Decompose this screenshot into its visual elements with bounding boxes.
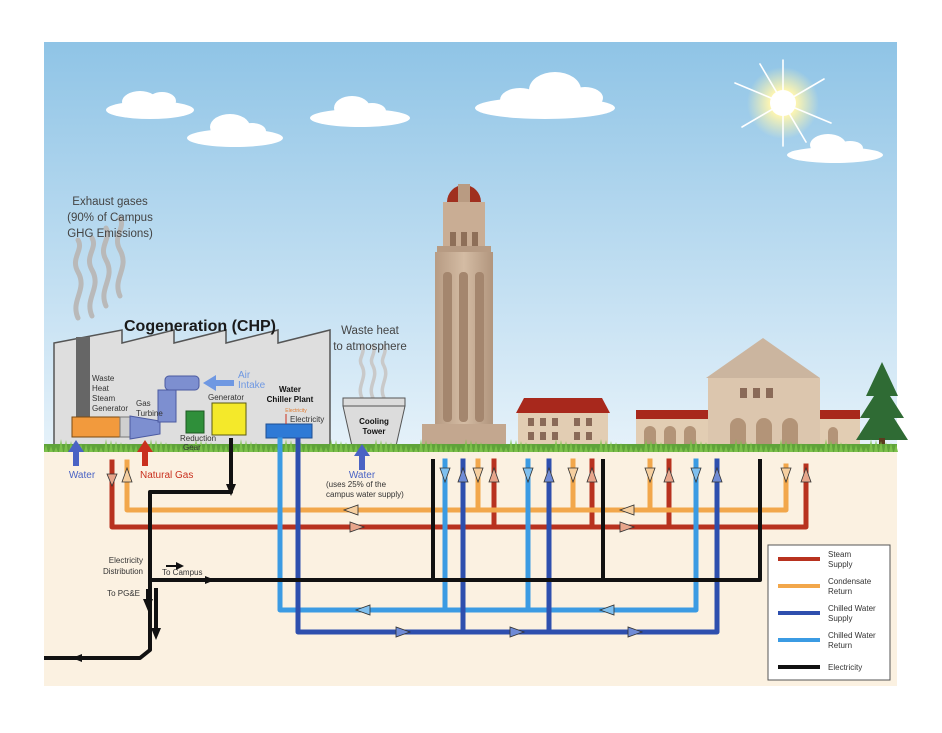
main-quad-building: [636, 338, 860, 446]
chilled-water-return-pipe: [277, 437, 699, 613]
water-inlet-arrow-icon: [68, 440, 84, 466]
legend-label: Return: [828, 641, 852, 650]
ground: [44, 450, 897, 686]
cooling-tower-label: Cooling: [359, 417, 389, 426]
to-campus-label: To Campus: [162, 568, 202, 577]
gas-turbine-label: Turbine: [136, 409, 163, 418]
exhaust-label: Exhaust gases: [72, 196, 148, 208]
chiller-plant-label: Chiller Plant: [267, 395, 314, 404]
chp-building: [53, 329, 331, 446]
air-intake-label: Air: [238, 370, 251, 381]
chiller-plant-label: Water: [279, 385, 301, 394]
elec-dist-label: Distribution: [103, 567, 143, 576]
chiller-electricity-label: Electricity: [290, 415, 324, 424]
air-intake-arrow-icon: [203, 375, 234, 391]
chiller-plant: [265, 423, 313, 439]
chp-title: Cogeneration (CHP): [124, 318, 276, 335]
whsg-label: Generator: [92, 404, 128, 413]
generator-label: Generator: [208, 393, 244, 402]
natural-gas-arrow-icon: [137, 440, 153, 466]
water-note: campus water supply): [326, 490, 404, 499]
tree-icon: [856, 362, 908, 446]
legend-label: Electricity: [828, 663, 862, 672]
water-note: (uses 25% of the: [326, 480, 387, 489]
grass: [44, 439, 898, 452]
natural-gas-label: Natural Gas: [140, 470, 193, 481]
whsg-label: Steam: [92, 394, 115, 403]
exhaust-label: GHG Emissions): [67, 228, 153, 240]
legend-label: Supply: [828, 560, 852, 569]
to-pge-label: To PG&E: [107, 589, 140, 598]
cooling-tower: [342, 397, 406, 447]
legend-label: Chilled Water: [828, 631, 876, 640]
flow-arrows: [106, 466, 812, 638]
reduction-gear: [185, 410, 205, 434]
chilled-water-supply-pipe: [295, 437, 720, 635]
waste-heat-label: Waste heat: [341, 325, 400, 337]
generator: [211, 402, 247, 436]
steam-supply-pipe: [109, 459, 809, 530]
gas-turbine-label: Gas: [136, 399, 151, 408]
electricity-arrows: [72, 484, 236, 662]
cooling-water-arrow-icon: [354, 444, 370, 470]
exhaust-smoke-icon: [72, 215, 126, 321]
elec-dist-label: Electricity: [109, 556, 143, 565]
waste-heat-steam-generator: [71, 416, 123, 438]
condensate-return-pipe: [124, 459, 789, 513]
tower-building: [422, 184, 506, 446]
clouds: [106, 72, 883, 163]
gas-turbine: [129, 415, 161, 440]
exhaust-label: (90% of Campus: [67, 212, 153, 224]
reduction-gear-label: Gear: [183, 443, 201, 452]
air-intake-label: Intake: [238, 380, 266, 391]
legend-label: Chilled Water: [828, 604, 876, 613]
water-inlet-label: Water: [69, 470, 96, 481]
legend-label: Supply: [828, 614, 852, 623]
whsg-label: Waste: [92, 374, 115, 383]
waste-heat-steam-icon: [358, 344, 388, 400]
cooling-tower-label: Tower: [363, 427, 386, 436]
reduction-gear-label: Reduction: [180, 434, 216, 443]
legend-label: Condensate: [828, 577, 872, 586]
sun-icon: [734, 59, 832, 147]
chiller-small-label: Electricity: [285, 408, 307, 414]
waste-heat-label: to atmosphere: [333, 341, 407, 353]
legend-label: Steam: [828, 550, 851, 559]
whsg-label: Heat: [92, 384, 110, 393]
cooling-water-label: Water: [349, 470, 376, 481]
classroom-building: [516, 398, 610, 446]
legend-label: Return: [828, 587, 852, 596]
